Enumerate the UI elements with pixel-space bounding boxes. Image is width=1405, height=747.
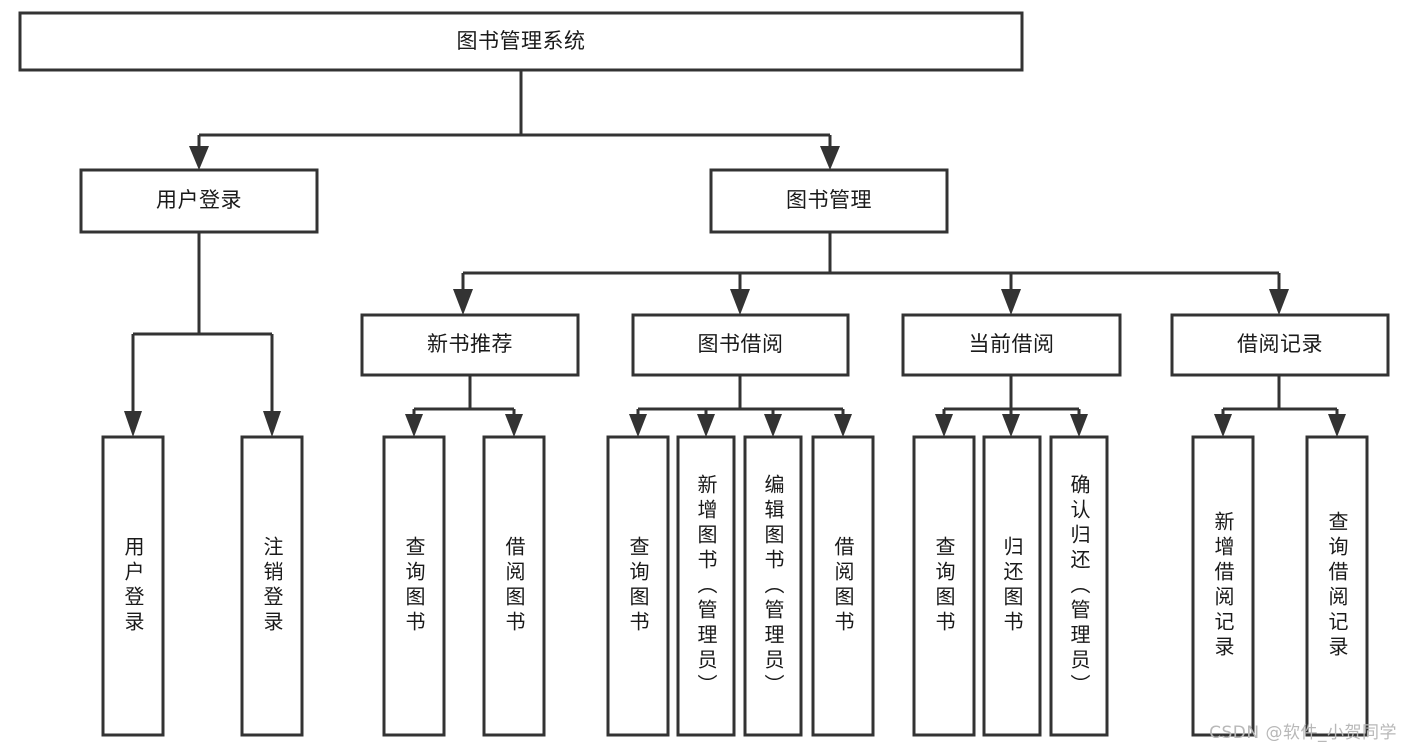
arrowhead-leaf-add-record bbox=[1214, 414, 1232, 437]
arrowhead-leaf-query-book-1 bbox=[405, 414, 423, 437]
arrowhead-leaf-borrow-book-2 bbox=[834, 414, 852, 437]
arrowhead-leaf-edit-book bbox=[764, 414, 782, 437]
arrowhead-current-borrow bbox=[1001, 289, 1021, 315]
node-box-leaf-2[interactable] bbox=[382, 435, 446, 737]
node-box-current-borrow[interactable] bbox=[901, 313, 1122, 377]
arrowhead-leaf-query-record bbox=[1328, 414, 1346, 437]
connector-group-current-borrow bbox=[935, 375, 1088, 437]
connector-group-user-login bbox=[124, 232, 281, 437]
connector-group-book-borrow bbox=[629, 375, 852, 437]
arrowhead-leaf-borrow-book-1 bbox=[505, 414, 523, 437]
node-box-leaf-1[interactable] bbox=[240, 435, 304, 737]
node-box-leaf-0[interactable] bbox=[101, 435, 165, 737]
node-box-book-manage[interactable] bbox=[709, 168, 949, 234]
node-box-root[interactable] bbox=[18, 11, 1024, 72]
arrowhead-book-manage bbox=[820, 146, 840, 170]
arrowhead-leaf-confirm-return bbox=[1070, 414, 1088, 437]
arrowhead-leaf-query-book-3 bbox=[935, 414, 953, 437]
watermark-text: CSDN @软件_小贺同学 bbox=[1209, 723, 1397, 743]
node-box-borrow-record[interactable] bbox=[1170, 313, 1390, 377]
arrowhead-leaf-add-book bbox=[697, 414, 715, 437]
node-box-new-book-recommend[interactable] bbox=[360, 313, 580, 377]
node-box-book-borrow[interactable] bbox=[631, 313, 850, 377]
arrowhead-new-book-recommend bbox=[453, 289, 473, 315]
arrowhead-leaf-query-book-2 bbox=[629, 414, 647, 437]
node-box-leaf-5[interactable] bbox=[676, 435, 736, 737]
node-box-user-login[interactable] bbox=[79, 168, 319, 234]
connector-group-book-manage bbox=[453, 232, 1289, 315]
node-box-leaf-9[interactable] bbox=[982, 435, 1042, 737]
arrowhead-user-login bbox=[189, 146, 209, 170]
connector-group-borrow-record bbox=[1214, 375, 1346, 437]
arrowhead-leaf-logout bbox=[263, 411, 281, 437]
node-box-leaf-4[interactable] bbox=[606, 435, 670, 737]
node-box-leaf-7[interactable] bbox=[811, 435, 875, 737]
node-box-leaf-3[interactable] bbox=[482, 435, 546, 737]
arrowhead-leaf-user-login bbox=[124, 411, 142, 437]
node-box-leaf-8[interactable] bbox=[912, 435, 976, 737]
connector-group-root bbox=[189, 70, 840, 170]
node-box-leaf-12[interactable] bbox=[1305, 435, 1369, 737]
node-box-leaf-10[interactable] bbox=[1049, 435, 1109, 737]
node-box-leaf-6[interactable] bbox=[743, 435, 803, 737]
arrowhead-borrow-record bbox=[1269, 289, 1289, 315]
node-box-leaf-11[interactable] bbox=[1191, 435, 1255, 737]
connector-group-new-book bbox=[405, 375, 523, 437]
arrowhead-book-borrow bbox=[730, 289, 750, 315]
arrowhead-leaf-return-book bbox=[1002, 414, 1020, 437]
